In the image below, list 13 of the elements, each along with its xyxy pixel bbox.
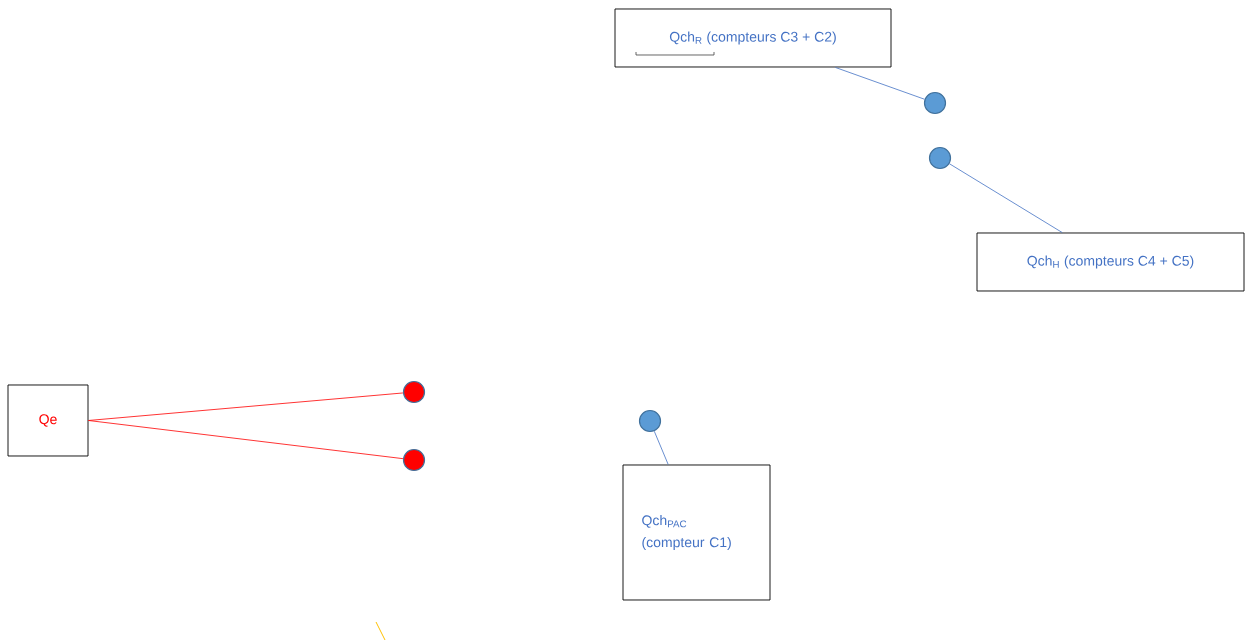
label-box: Qch$_{PAC}$ (compteur C1) xyxy=(622,464,771,601)
connector-line xyxy=(653,430,669,465)
label-box: Qch$_{R}$ (compteurs C3 + C2) xyxy=(614,8,892,68)
dot xyxy=(923,91,947,115)
dot xyxy=(928,146,952,170)
connector-line xyxy=(88,420,404,460)
connector-line xyxy=(949,163,1063,233)
dot xyxy=(402,380,426,404)
dot xyxy=(638,409,662,433)
dot xyxy=(402,448,426,472)
connector-line xyxy=(835,67,925,100)
label-box: Qe xyxy=(7,384,89,457)
label-box: Qch$_{H}$ (compteurs C4 + C5) xyxy=(976,232,1245,292)
